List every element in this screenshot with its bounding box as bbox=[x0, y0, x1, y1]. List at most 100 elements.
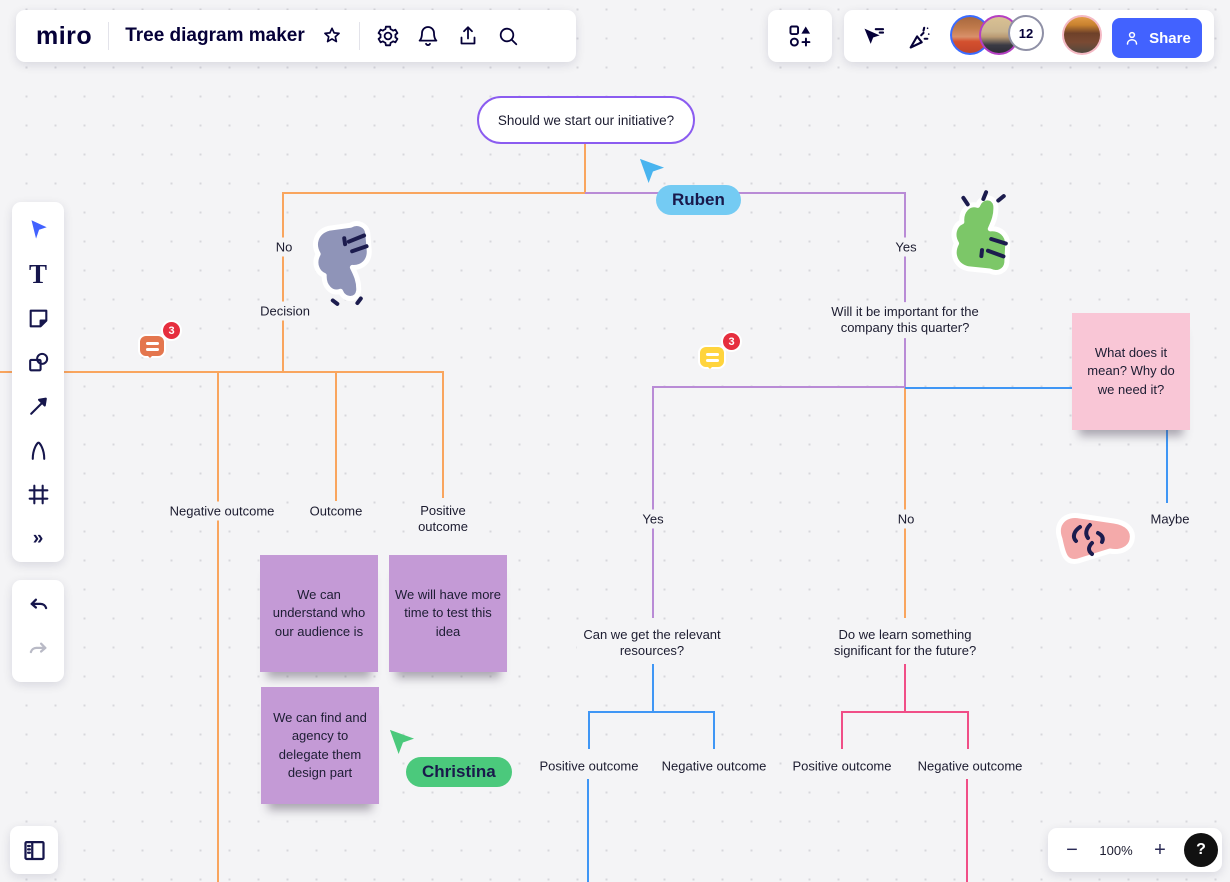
outcome-label-positive-2[interactable]: Positive outcome bbox=[533, 756, 645, 776]
board-header: miro Tree diagram maker bbox=[16, 10, 576, 62]
frames-panel-icon bbox=[23, 840, 45, 860]
connector-negative-outcome-drop bbox=[217, 371, 219, 882]
select-tool[interactable] bbox=[12, 208, 64, 252]
sticky-note[interactable]: What does it mean? Why do we need it? bbox=[1072, 313, 1190, 430]
question-relevant-resources[interactable]: Can we get the relevant resources? bbox=[577, 625, 727, 661]
board-title[interactable]: Tree diagram maker bbox=[125, 25, 305, 46]
connector-decision-bar bbox=[0, 371, 444, 373]
collaborator-cursors-icon[interactable] bbox=[860, 23, 887, 50]
comment-bubble-icon bbox=[138, 334, 166, 358]
frames-panel-button[interactable] bbox=[10, 826, 58, 874]
notifications-bell-icon[interactable] bbox=[416, 24, 440, 48]
sticky-note[interactable]: We can find and agency to delegate them … bbox=[261, 687, 379, 804]
collaborator-cursor-label: Ruben bbox=[656, 185, 741, 215]
connector-resources-right bbox=[713, 711, 715, 749]
sticky-note-text: What does it mean? Why do we need it? bbox=[1087, 345, 1175, 397]
collaborator-cursor-label: Christina bbox=[406, 757, 512, 787]
connector-root-drop bbox=[584, 144, 586, 193]
confetti-reactions-icon[interactable] bbox=[906, 23, 934, 51]
star-icon[interactable] bbox=[321, 25, 343, 47]
question-learn-future[interactable]: Do we learn something significant for th… bbox=[815, 625, 995, 661]
pen-tool[interactable] bbox=[12, 428, 64, 472]
outcome-label-positive[interactable]: Positive outcome bbox=[406, 501, 480, 537]
collaborator-name: Ruben bbox=[672, 190, 725, 209]
branch-label-no[interactable]: No bbox=[269, 237, 299, 257]
thumbs-down-stamp[interactable] bbox=[302, 215, 394, 315]
connector-top-right bbox=[585, 192, 906, 194]
connector-quarter-bar bbox=[652, 386, 906, 388]
connector-future-negative-tail bbox=[966, 779, 968, 882]
help-label: ? bbox=[1196, 841, 1206, 858]
export-upload-icon[interactable] bbox=[456, 24, 480, 48]
text-tool[interactable]: T bbox=[28, 258, 47, 289]
sticky-note-text: We can understand who our audience is bbox=[272, 587, 366, 639]
comment-count-badge: 3 bbox=[161, 320, 182, 341]
search-icon[interactable] bbox=[496, 24, 520, 48]
comment-bubble-icon bbox=[698, 345, 726, 369]
creation-toolbar: T » bbox=[12, 202, 64, 562]
comment-thread[interactable]: 3 bbox=[138, 320, 182, 358]
connector-resources-bar bbox=[588, 711, 715, 713]
zoom-level[interactable]: 100% bbox=[1099, 842, 1133, 858]
sub-branch-label-no[interactable]: No bbox=[891, 509, 921, 529]
settings-gear-icon[interactable] bbox=[376, 24, 400, 48]
decision-node-label[interactable]: Decision bbox=[254, 301, 316, 321]
redo-button[interactable] bbox=[12, 628, 64, 672]
frame-tool[interactable] bbox=[12, 472, 64, 516]
collaborator-cursor-ruben bbox=[639, 158, 665, 184]
sticky-note-tool[interactable] bbox=[12, 296, 64, 340]
miro-logo[interactable]: miro bbox=[36, 21, 93, 50]
outcome-label-negative-3[interactable]: Negative outcome bbox=[911, 756, 1029, 776]
collaboration-bar: 12 Share bbox=[844, 10, 1214, 62]
outcome-label-negative[interactable]: Negative outcome bbox=[163, 501, 281, 521]
zoom-out-button[interactable]: − bbox=[1066, 838, 1078, 861]
connector-outcome-drop bbox=[335, 371, 337, 501]
connector-future-left bbox=[841, 711, 843, 749]
pointing-hand-stamp[interactable] bbox=[1050, 505, 1140, 575]
root-question-text: Should we start our initiative? bbox=[497, 112, 675, 128]
connector-future-right bbox=[967, 711, 969, 749]
connector-no-branch bbox=[282, 192, 284, 373]
outcome-label[interactable]: Outcome bbox=[303, 501, 369, 521]
comment-thread[interactable]: 3 bbox=[698, 331, 742, 369]
apps-plus-icon bbox=[789, 25, 811, 47]
connector-resources-drop bbox=[652, 664, 654, 713]
more-tools[interactable]: » bbox=[32, 527, 44, 549]
connector-future-drop bbox=[904, 664, 906, 713]
comment-count-badge: 3 bbox=[721, 331, 742, 352]
sub-branch-label-maybe[interactable]: Maybe bbox=[1144, 509, 1196, 529]
sticky-note[interactable]: We can understand who our audience is bbox=[260, 555, 378, 672]
shapes-tool[interactable] bbox=[12, 340, 64, 384]
sticky-note-text: We will have more time to test this idea bbox=[395, 587, 501, 639]
help-button[interactable]: ? bbox=[1184, 833, 1218, 867]
zoom-in-button[interactable]: + bbox=[1154, 838, 1166, 861]
connection-line-tool[interactable] bbox=[12, 384, 64, 428]
apps-panel[interactable] bbox=[768, 10, 832, 62]
connector-resources-positive-tail bbox=[587, 779, 589, 882]
participants-count[interactable]: 12 bbox=[1008, 15, 1044, 51]
sticky-note[interactable]: We will have more time to test this idea bbox=[389, 555, 507, 672]
zoom-bar: − 100% + ? bbox=[1048, 828, 1222, 872]
undo-button[interactable] bbox=[12, 584, 64, 628]
sub-branch-label-yes[interactable]: Yes bbox=[636, 509, 670, 529]
sticky-note-text: We can find and agency to delegate them … bbox=[273, 710, 367, 780]
thumbs-up-stamp[interactable] bbox=[934, 182, 1031, 281]
connector-yes2-branch bbox=[652, 386, 654, 618]
root-question-node[interactable]: Should we start our initiative? bbox=[477, 96, 695, 144]
history-panel bbox=[12, 580, 64, 682]
outcome-label-negative-2[interactable]: Negative outcome bbox=[655, 756, 773, 776]
collaborator-cursor-christina bbox=[389, 729, 415, 755]
collaborator-name: Christina bbox=[422, 762, 496, 781]
branch-label-yes[interactable]: Yes bbox=[889, 237, 923, 257]
divider bbox=[358, 22, 360, 50]
participants-count-text: 12 bbox=[1018, 25, 1034, 41]
connector-positive-outcome-drop bbox=[442, 371, 444, 498]
question-important-quarter[interactable]: Will it be important for the company thi… bbox=[812, 302, 998, 338]
person-icon bbox=[1126, 31, 1138, 45]
outcome-label-positive-3[interactable]: Positive outcome bbox=[786, 756, 898, 776]
connector-resources-left bbox=[588, 711, 590, 749]
avatar-facilitator[interactable] bbox=[1062, 15, 1102, 55]
connector-maybe-drop bbox=[1166, 387, 1168, 503]
share-button[interactable]: Share bbox=[1112, 18, 1202, 58]
connector-top-left bbox=[283, 192, 586, 194]
